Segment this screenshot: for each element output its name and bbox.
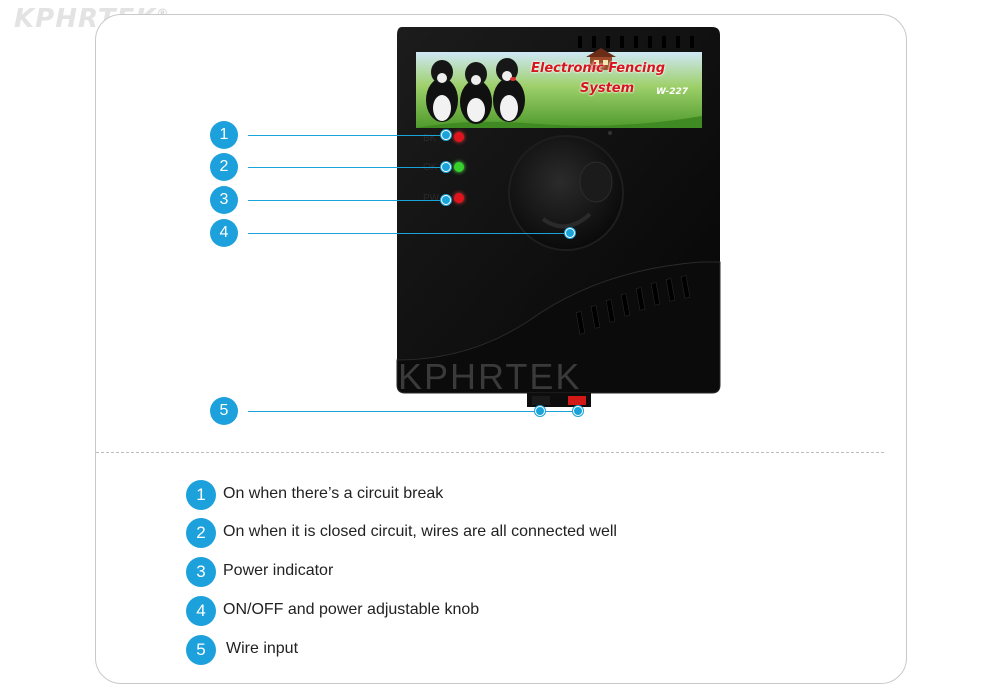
callout-line-1 [248,135,444,136]
callout-dot-1 [441,130,451,140]
ok-led [454,162,464,172]
led3-label: PW [423,193,440,204]
legend-text-5: Wire input [226,640,299,657]
section-divider [96,452,884,453]
callout-line-2 [248,167,444,168]
knob-grip [579,161,613,203]
callout-line-4 [248,233,568,234]
legend-text-1: On when there’s a circuit break [223,485,444,502]
callout-line-3 [248,200,444,201]
side-vents [575,275,691,335]
break-led [454,132,464,142]
knob-arc [541,212,592,229]
callout-badge-1: 1 [210,121,238,149]
legend-text-2: On when it is closed circuit, wires are … [223,523,617,540]
terminal-black [532,396,550,405]
legend-badge-2: 2 [186,518,216,548]
device-watermark: KPHRTEK [398,356,582,397]
callout-badge-4: 4 [210,219,238,247]
legend-badge-5: 5 [186,635,216,665]
callout-line-5 [248,411,578,412]
callout-badge-2: 2 [210,153,238,181]
led1-label: BK [423,133,437,144]
callout-badge-3: 3 [210,186,238,214]
sticker-title-line1: Electronic Fencing [531,61,666,76]
power-led [454,193,464,203]
legend-badge-1: 1 [186,480,216,510]
puppies-graphic [426,58,525,124]
sticker-model: W-227 [656,87,689,97]
legend-text-3: Power indicator [223,562,334,579]
legend-badge-4: 4 [186,596,216,626]
legend-badge-3: 3 [186,557,216,587]
sticker-title-line2: System [580,81,635,96]
top-vents [578,36,694,48]
callout-dot-3 [441,195,451,205]
callout-dot-2 [441,162,451,172]
terminal-red [568,396,586,405]
callout-dot-4 [565,228,575,238]
house-graphic [586,48,616,70]
legend-text-4: ON/OFF and power adjustable knob [223,601,480,618]
callout-badge-5: 5 [210,397,238,425]
callout-dot-5b [573,406,583,416]
callout-dot-5a [535,406,545,416]
